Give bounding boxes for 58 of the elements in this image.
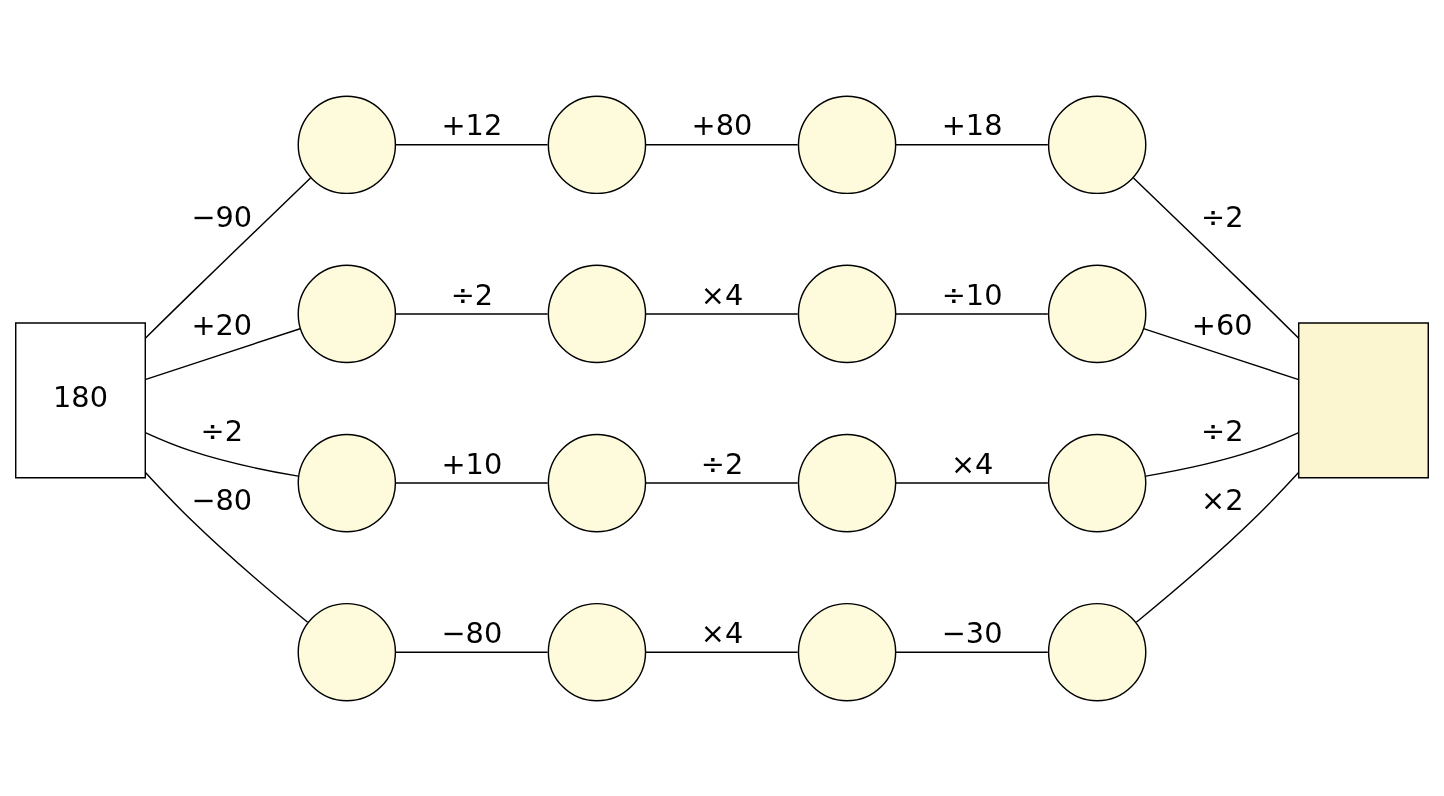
edge-label: ÷2 bbox=[1201, 413, 1244, 448]
connector bbox=[394, 312, 549, 315]
connector bbox=[895, 312, 1049, 315]
node-circle bbox=[797, 264, 897, 363]
connector bbox=[394, 651, 549, 653]
node-circle bbox=[797, 602, 897, 701]
connector bbox=[145, 327, 301, 380]
node-circle bbox=[297, 602, 397, 701]
connector bbox=[144, 176, 312, 339]
node-circle bbox=[797, 95, 897, 194]
edge-label: +80 bbox=[691, 107, 753, 142]
node-circle bbox=[297, 264, 397, 363]
edge-label: ×2 bbox=[1201, 482, 1244, 517]
node-circle bbox=[797, 433, 897, 532]
edge-label: ÷2 bbox=[450, 277, 494, 312]
connector bbox=[1135, 471, 1300, 623]
connector bbox=[394, 143, 549, 145]
connector bbox=[644, 143, 799, 145]
connector bbox=[1145, 431, 1299, 477]
edge-label: ×4 bbox=[700, 277, 744, 312]
edge-label: ÷10 bbox=[941, 277, 1003, 312]
connector bbox=[394, 481, 549, 484]
edge-label: −90 bbox=[191, 199, 253, 234]
edge-label: +10 bbox=[441, 446, 503, 481]
connector bbox=[1142, 327, 1300, 380]
connector bbox=[895, 143, 1049, 145]
connector bbox=[644, 312, 799, 315]
edge-label: +12 bbox=[441, 107, 503, 142]
node-circle bbox=[297, 95, 397, 194]
node-circle bbox=[1047, 95, 1147, 194]
node-circle bbox=[1047, 602, 1147, 701]
edge-label: ÷2 bbox=[200, 413, 243, 448]
edge-label: −80 bbox=[191, 482, 253, 517]
edge-label: ×4 bbox=[700, 615, 744, 650]
connector bbox=[895, 481, 1049, 484]
edge-label: −30 bbox=[941, 615, 1003, 650]
node-circle bbox=[1047, 433, 1147, 532]
node-box: 180 bbox=[15, 321, 146, 478]
node-circle bbox=[1047, 264, 1147, 363]
edge-label: −80 bbox=[441, 615, 503, 650]
edge-label: ÷2 bbox=[700, 446, 744, 481]
connector bbox=[144, 471, 309, 623]
node-circle bbox=[297, 433, 397, 532]
node-circle bbox=[547, 264, 647, 363]
edge-label: +60 bbox=[1191, 307, 1253, 342]
edge-label: +18 bbox=[941, 107, 1003, 142]
connector bbox=[145, 431, 299, 477]
connector bbox=[644, 651, 799, 653]
connector bbox=[644, 481, 799, 484]
node-circle bbox=[547, 433, 647, 532]
edge-label: +20 bbox=[191, 307, 253, 342]
node-circle bbox=[547, 602, 647, 701]
connector bbox=[1132, 176, 1300, 339]
node-box bbox=[1298, 321, 1429, 478]
edge-label: ×4 bbox=[950, 446, 994, 481]
edge-label: ÷2 bbox=[1201, 199, 1244, 234]
connector bbox=[895, 651, 1049, 653]
node-circle bbox=[547, 95, 647, 194]
